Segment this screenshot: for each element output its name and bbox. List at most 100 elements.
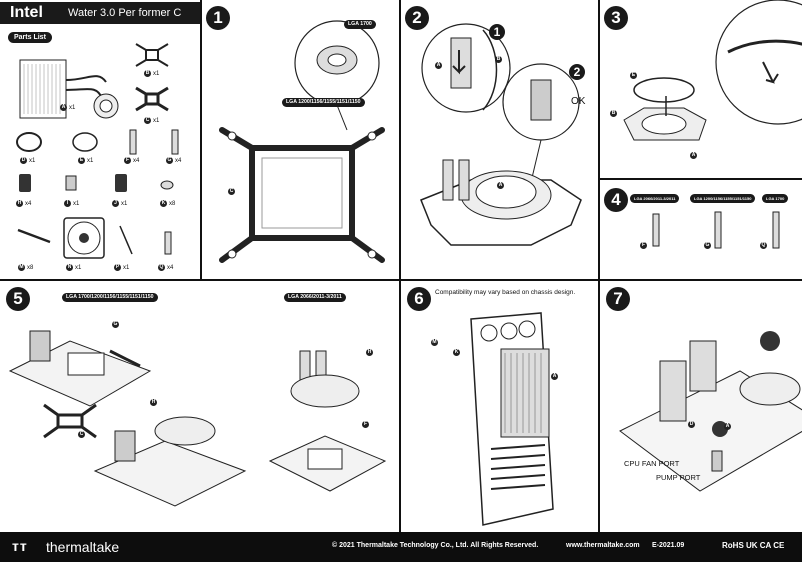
- radiator-pump-illustration: [19, 59, 119, 119]
- motherboard-1-illustration: [8, 330, 152, 407]
- label-e: E: [630, 72, 637, 79]
- step-1-panel: 1 LGA 1700 LGA 1200/1156/1155/1151/1150 …: [202, 0, 399, 279]
- standoff-f-illustration: [129, 129, 137, 155]
- label-a-pump: A: [497, 182, 504, 189]
- footer-bar: ᴛᴛ thermaltake © 2021 Thermaltake Techno…: [0, 532, 802, 562]
- nut-j-illustration: [115, 174, 127, 192]
- clip-i-illustration: [65, 175, 77, 191]
- cable-p-illustration: [119, 225, 133, 255]
- footer-logo: thermaltake: [46, 539, 120, 555]
- label-f: F: [640, 242, 647, 249]
- label-a: A: [724, 423, 731, 430]
- motherboard-3-illustration: [268, 350, 387, 492]
- step-4-number: 4: [604, 188, 628, 212]
- product-title: Water 3.0 Per former C: [68, 7, 182, 19]
- standoff-g-illustration: [171, 129, 179, 155]
- step-2-number: 2: [405, 6, 429, 30]
- step-7-panel: 7 D A CPU FAN PORT PUMP PORT: [600, 281, 802, 532]
- divider: [0, 279, 802, 281]
- substep-2: 2: [569, 64, 585, 80]
- label-g: G: [704, 242, 711, 249]
- backplate-c-illustration: [219, 127, 385, 263]
- label-c: C: [228, 188, 235, 195]
- parts-panel: Intel Water 3.0 Per former C Parts List …: [0, 0, 200, 279]
- clip-zoom-2: [502, 63, 580, 183]
- tag-lga1200: LGA 1200/1156/1155/1151/1150: [282, 98, 365, 107]
- divider: [598, 0, 600, 532]
- clip-zoom-1: [421, 23, 511, 113]
- washer-k-illustration: [160, 180, 174, 190]
- website-link[interactable]: www.thermaltake.com: [566, 542, 640, 549]
- standoff-q: [772, 211, 780, 249]
- bracket-c-step5: [43, 403, 97, 439]
- tag-lga1700: LGA 1700: [344, 20, 376, 29]
- pump-assembly-illustration: [623, 77, 707, 141]
- fan-n-illustration: [63, 217, 105, 259]
- label-a: A: [690, 152, 697, 159]
- step-5-panel: 5 LGA 1700/1200/1156/1155/1151/1150 LGA …: [0, 281, 399, 532]
- step-6-panel: 6 Compatibility may vary based on chassi…: [401, 281, 598, 532]
- tag-lga1200: LGA 1200/1156/1155/1151/1150: [690, 194, 756, 203]
- label-d: D: [688, 421, 695, 428]
- screw-m-illustration: [17, 228, 51, 244]
- label-f: F: [362, 421, 369, 428]
- chassis-illustration: [470, 312, 554, 526]
- label-a: A: [435, 62, 442, 69]
- doc-code: E-2021.09: [652, 542, 685, 549]
- divider: [399, 0, 401, 532]
- label-h2: H: [366, 349, 373, 356]
- divider: [600, 178, 802, 180]
- copyright-text: © 2021 Thermaltake Technology Co., Ltd. …: [332, 542, 539, 549]
- ring-d-illustration: [16, 132, 42, 152]
- motherboard-connect-illustration: [619, 331, 802, 492]
- label-q: Q: [760, 242, 767, 249]
- substep-1: 1: [489, 24, 505, 40]
- tag-lga1700-group: LGA 1700/1200/1156/1155/1151/1150: [62, 293, 158, 302]
- step-2-panel: 2 1 A B 2 OK A: [401, 0, 598, 279]
- standoff-g: [714, 211, 722, 249]
- cpu-fan-port-label: CPU FAN PORT: [624, 459, 680, 468]
- label-a: A: [551, 373, 558, 380]
- bracket-c-illustration: [135, 86, 169, 112]
- step-1-number: 1: [206, 6, 230, 30]
- tag-lga1700: LGA 1700: [762, 194, 789, 203]
- label-k: K: [453, 349, 460, 356]
- ok-label: OK: [571, 96, 586, 107]
- brand-title: Intel: [10, 4, 43, 21]
- step-3-number: 3: [604, 6, 628, 30]
- standoff-q-illustration: [164, 231, 172, 255]
- thumbscrew-h-illustration: [19, 174, 31, 192]
- compatibility-note: Compatibility may vary based on chassis …: [435, 289, 576, 296]
- brand-mark-icon: ᴛᴛ: [12, 538, 28, 554]
- label-h: H: [150, 399, 157, 406]
- label-b: B: [610, 110, 617, 117]
- header-bar: Intel Water 3.0 Per former C: [0, 2, 200, 24]
- cert-marks: RoHS UK CA CE: [722, 541, 785, 550]
- label-c: C: [78, 431, 85, 438]
- pump-port-label: PUMP PORT: [656, 473, 701, 482]
- bracket-b-illustration: [135, 43, 169, 67]
- standoff-f: [652, 213, 660, 247]
- divider: [200, 0, 202, 532]
- label-b: B: [495, 56, 502, 63]
- motherboard-2-illustration: [93, 416, 247, 507]
- step-3-panel: 3 E B A: [600, 0, 802, 178]
- tag-lga2066: LGA 2066/2011-3/2011: [630, 194, 680, 203]
- tag-lga2066: LGA 2066/2011-3/2011: [284, 293, 346, 302]
- step-4-panel: 4 LGA 2066/2011-3/2011 LGA 1200/1156/115…: [600, 180, 802, 279]
